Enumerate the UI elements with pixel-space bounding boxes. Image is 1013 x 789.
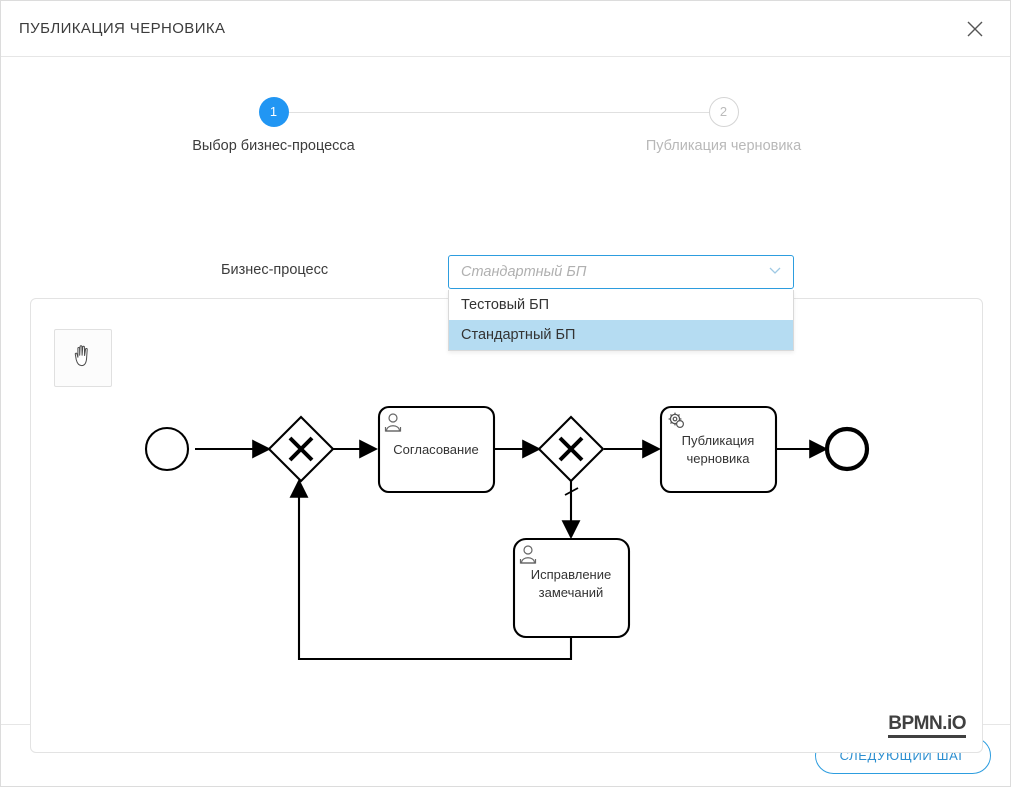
page-title: ПУБЛИКАЦИЯ ЧЕРНОВИКА (19, 20, 226, 37)
business-process-select[interactable]: Стандартный БП (448, 255, 794, 289)
stepper: 1 Выбор бизнес-процесса 2 Публикация чер… (156, 83, 856, 173)
business-process-select-wrap: Стандартный БП Тестовый БП Стандартный Б… (448, 255, 794, 351)
dropdown-option-test[interactable]: Тестовый БП (461, 297, 550, 313)
task-ispravlenie-label-2: замечаний (539, 585, 604, 600)
stepper-connector (272, 112, 739, 113)
task-publikaciya: Публикация черновика (659, 405, 778, 494)
default-flow-marker (564, 487, 579, 496)
close-button[interactable] (958, 12, 992, 46)
step-2-badge: 2 (708, 97, 739, 127)
hand-icon (70, 342, 96, 375)
flow-task3-gw1 (289, 478, 573, 661)
task-publikaciya-label-2: черновика (686, 451, 750, 466)
stepper-step-2[interactable]: 2 Публикация черновика (634, 83, 814, 156)
step-2-label: Публикация черновика (645, 138, 802, 154)
exclusive-gateway-2 (537, 415, 605, 483)
start-event (144, 426, 190, 472)
exclusive-gateway-1 (267, 415, 335, 483)
stepper-step-1[interactable]: 1 Выбор бизнес-процесса (184, 83, 364, 156)
task-publikaciya-label-1: Публикация (682, 433, 755, 448)
business-process-placeholder: Стандартный БП (461, 264, 587, 280)
bpmn-diagram: Согласование Публикация (144, 405, 870, 661)
chevron-down-icon (767, 262, 783, 283)
task-ispravlenie: Исправление замечаний (512, 537, 631, 639)
task-soglasovanie: Согласование (377, 405, 496, 494)
business-process-label: Бизнес-процесс (221, 262, 329, 278)
hand-tool-button[interactable] (54, 329, 112, 387)
task-soglasovanie-label: Согласование (393, 442, 478, 457)
business-process-field: Бизнес-процесс Стандартный БП Тестовый Б… (1, 255, 1010, 351)
dropdown-option-standard[interactable]: Стандартный БП (449, 320, 793, 350)
step-1-badge: 1 (258, 97, 289, 127)
dialog-body: 1 Выбор бизнес-процесса 2 Публикация чер… (1, 57, 1010, 753)
dialog-header: ПУБЛИКАЦИЯ ЧЕРНОВИКА (1, 1, 1010, 57)
bpmn-io-watermark: BPMN.iO (888, 714, 966, 738)
bpmn-canvas[interactable]: Согласование Публикация (30, 298, 983, 753)
user-task-icon (384, 413, 402, 432)
task-ispravlenie-label-1: Исправление (531, 567, 611, 582)
sequence-flows (195, 439, 829, 661)
business-process-dropdown: Тестовый БП Стандартный БП (448, 290, 794, 351)
user-task-icon-2 (519, 545, 537, 564)
close-icon (965, 19, 985, 39)
service-task-icon (668, 412, 685, 429)
step-1-label: Выбор бизнес-процесса (192, 138, 355, 154)
end-event (824, 426, 870, 472)
